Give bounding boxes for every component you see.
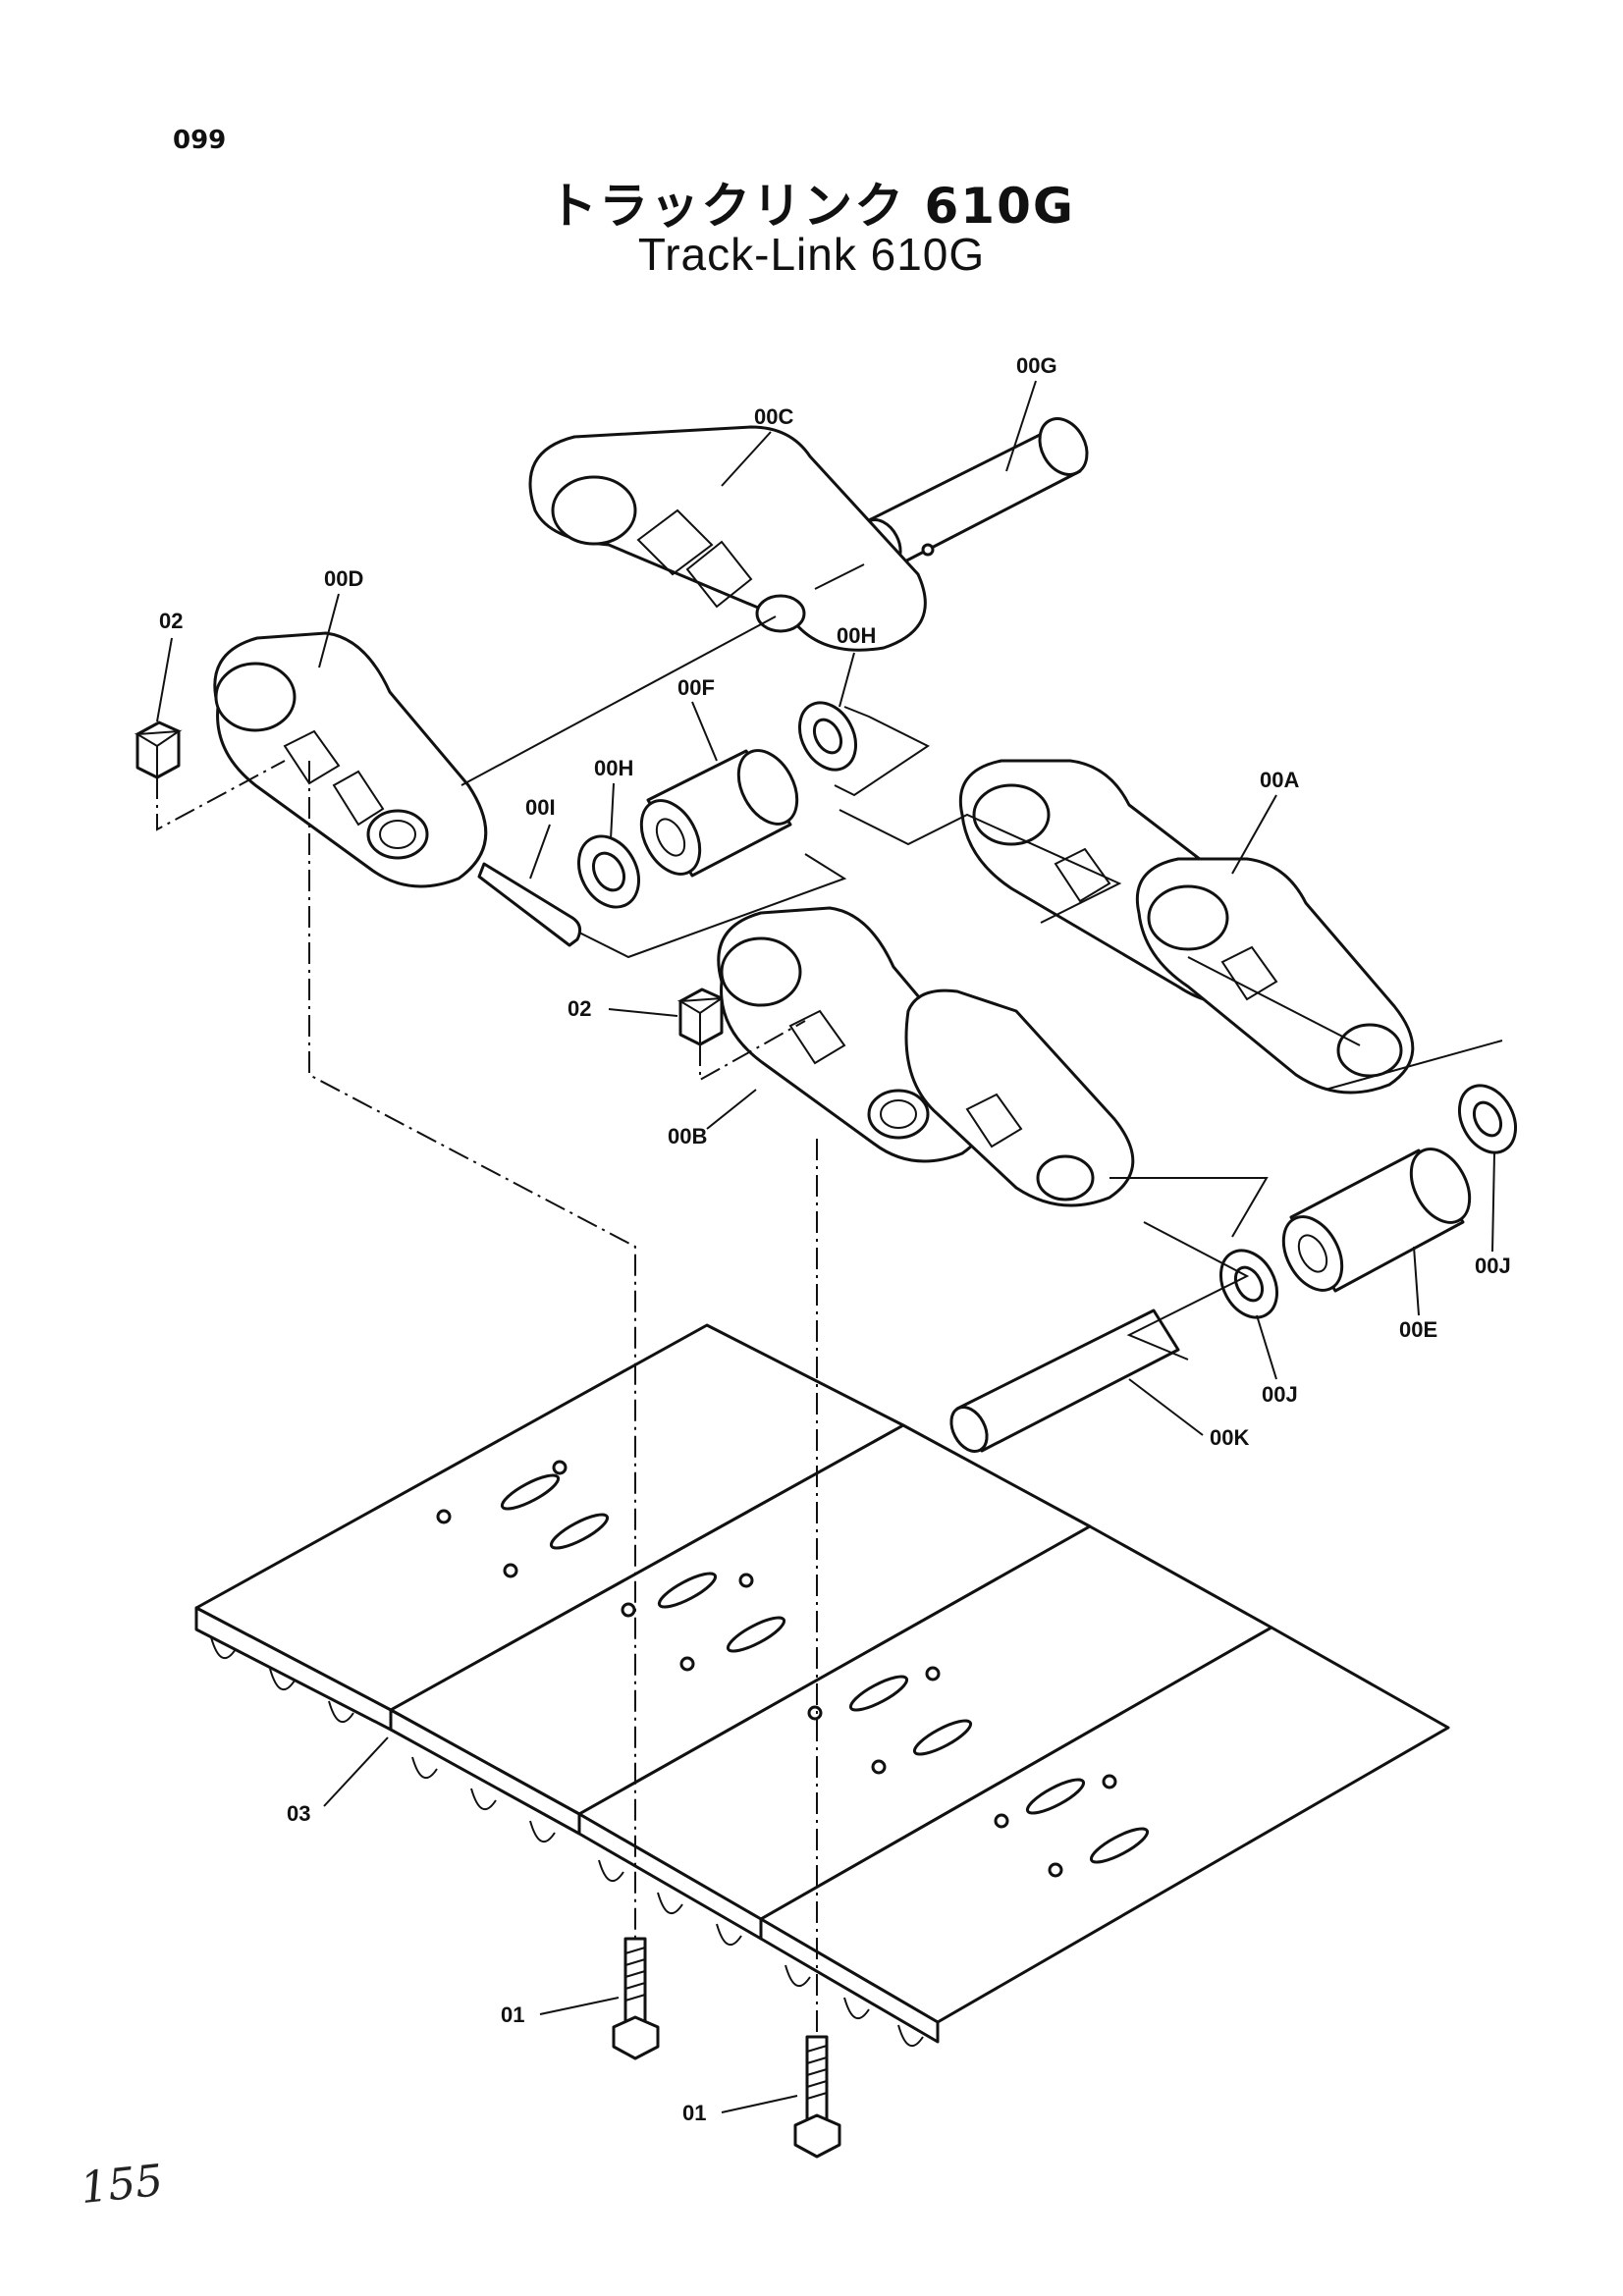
callout-00d: 00D [324, 566, 363, 591]
track-pin-00k [949, 1308, 1180, 1453]
callout-00h-left: 00H [594, 756, 633, 780]
callout-02-upper: 02 [159, 609, 183, 633]
track-link-00a [958, 759, 1415, 1095]
callout-03: 03 [287, 1801, 310, 1826]
seal-00j-left [1218, 1249, 1279, 1319]
callout-00i: 00I [525, 795, 556, 820]
callout-01-left: 01 [501, 2002, 524, 2027]
track-shoe-plate-4-edge [759, 1917, 940, 2044]
bolt-01-right [793, 2035, 841, 2159]
callout-labels: 00G 00C 00D 02 00H 00F 00H 00I 00A 02 00… [159, 353, 1511, 2125]
shoe-bolt-holes [436, 1460, 1150, 1878]
seal-00h-right [797, 701, 858, 772]
title-english: Track-Link 610G [637, 229, 986, 280]
callout-00g: 00G [1016, 353, 1057, 378]
master-pin-00i [477, 862, 582, 947]
callout-01-right: 01 [682, 2101, 706, 2125]
leader-lines [156, 380, 1495, 2113]
track-link-00d [213, 631, 488, 888]
grouser-teeth [210, 1636, 924, 2048]
nut-02-upper [134, 721, 183, 779]
seal-00j-right [1457, 1084, 1518, 1154]
bushing-00e [1281, 1148, 1472, 1293]
track-link-00c [528, 425, 927, 652]
nut-02-middle [676, 988, 726, 1046]
callout-00j-left: 00J [1262, 1382, 1298, 1407]
seal-00h-left [577, 834, 640, 909]
page-number: 099 [173, 126, 227, 155]
callout-00h-right: 00H [837, 623, 876, 648]
handwritten-note: 155 [78, 2155, 166, 2215]
bolt-01-left [612, 1937, 660, 2060]
callout-00e: 00E [1399, 1317, 1437, 1342]
callout-00k: 00K [1210, 1425, 1249, 1450]
bushing-00f [639, 749, 799, 878]
callout-02-middle: 02 [568, 996, 591, 1021]
track-shoe-plates [194, 1323, 1450, 2048]
callout-00j-right: 00J [1475, 1254, 1511, 1278]
callout-00a: 00A [1260, 768, 1299, 792]
callout-00c: 00C [754, 404, 793, 429]
track-link-00b [717, 906, 1135, 1207]
title-japanese: トラックリンク 610G [548, 178, 1075, 235]
callout-00b: 00B [668, 1124, 707, 1148]
callout-00f: 00F [677, 675, 715, 700]
assembly-lines [156, 563, 1503, 2037]
